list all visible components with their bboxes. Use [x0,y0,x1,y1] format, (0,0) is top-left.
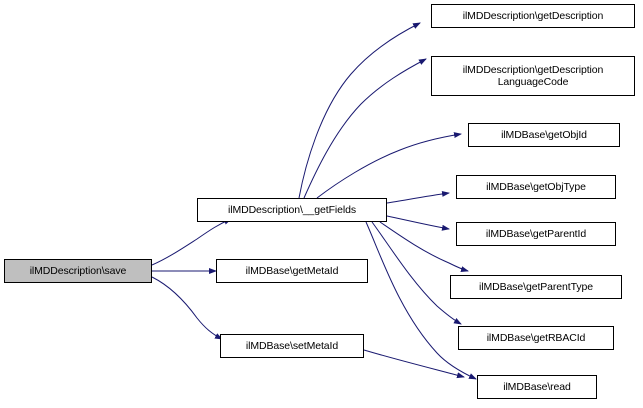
graph-edge-getfields-to-read [365,221,477,380]
graph-node-setmetaid[interactable]: ilMDBase\setMetaId [220,334,364,358]
graph-edge-getfields-to-getobjid [316,132,462,199]
graph-node-getobjid[interactable]: ilMDBase\getObjId [468,123,620,147]
graph-edge-getfields-to-getparentid [386,215,450,231]
graph-node-getdescriptionlang[interactable]: ilMDDescription\getDescription LanguageC… [431,56,635,96]
graph-node-getparentid[interactable]: ilMDBase\getParentId [456,222,616,246]
graph-node-getfields[interactable]: ilMDDescription\__getFields [197,198,387,222]
graph-edge-getfields-to-getdescriptionlang [303,58,427,199]
graph-node-getparenttype[interactable]: ilMDBase\getParentType [450,275,622,299]
graph-node-read[interactable]: ilMDBase\read [477,375,597,399]
graph-edge-save-to-getfields [151,218,232,266]
graph-edge-getfields-to-getrbacid [371,221,462,325]
graph-edge-save-to-setmetaid [151,276,223,340]
graph-node-save[interactable]: ilMDDescription\save [4,259,152,283]
graph-edge-getfields-to-getobjtype [386,190,450,204]
graph-node-getdescription[interactable]: ilMDDescription\getDescription [431,4,635,28]
graph-node-getobjtype[interactable]: ilMDBase\getObjType [456,175,616,199]
graph-edge-getfields-to-getdescription [298,22,421,199]
graph-node-getmetaid[interactable]: ilMDBase\getMetaId [216,259,368,283]
graph-edge-getfields-to-getparenttype [379,221,469,272]
graph-edge-setmetaid-to-read [363,349,465,379]
graph-node-getrbacid[interactable]: ilMDBase\getRBACId [458,326,614,350]
